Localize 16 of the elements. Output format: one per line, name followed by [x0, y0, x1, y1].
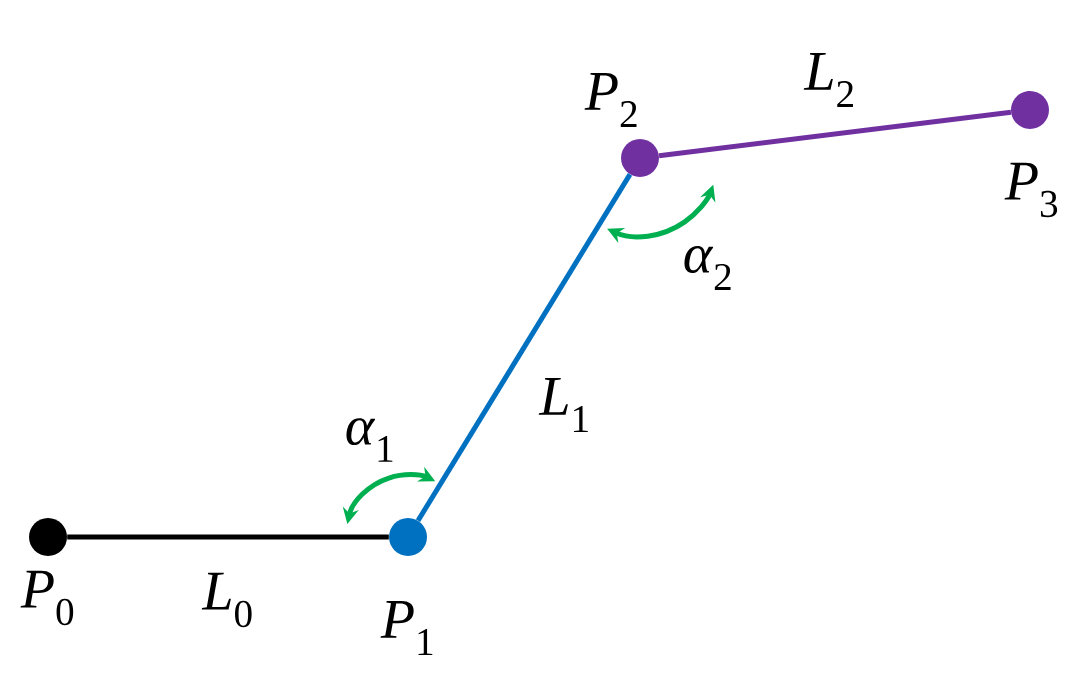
point-dot [1011, 91, 1049, 129]
segment-line [67, 534, 389, 540]
point-label: P$_{1}$ [380, 601, 433, 655]
segment-line [415, 173, 633, 522]
point-dot [29, 518, 67, 556]
point-dot [389, 518, 427, 556]
segment-label: L$_{0}$ [201, 572, 252, 628]
point-label: P$_{2}$ [584, 72, 637, 127]
angle-label: α$_{2}$ [684, 246, 731, 290]
segment-label: L$_{2}$ [803, 52, 853, 107]
angle-label: α$_{1}$ [346, 418, 393, 462]
point-label: P$_{3}$ [1004, 162, 1058, 218]
point-dot [621, 139, 659, 177]
point-label: P$_{0}$ [20, 570, 74, 626]
segment-label: L$_{1}$ [538, 378, 588, 432]
segment-line [658, 109, 1012, 159]
